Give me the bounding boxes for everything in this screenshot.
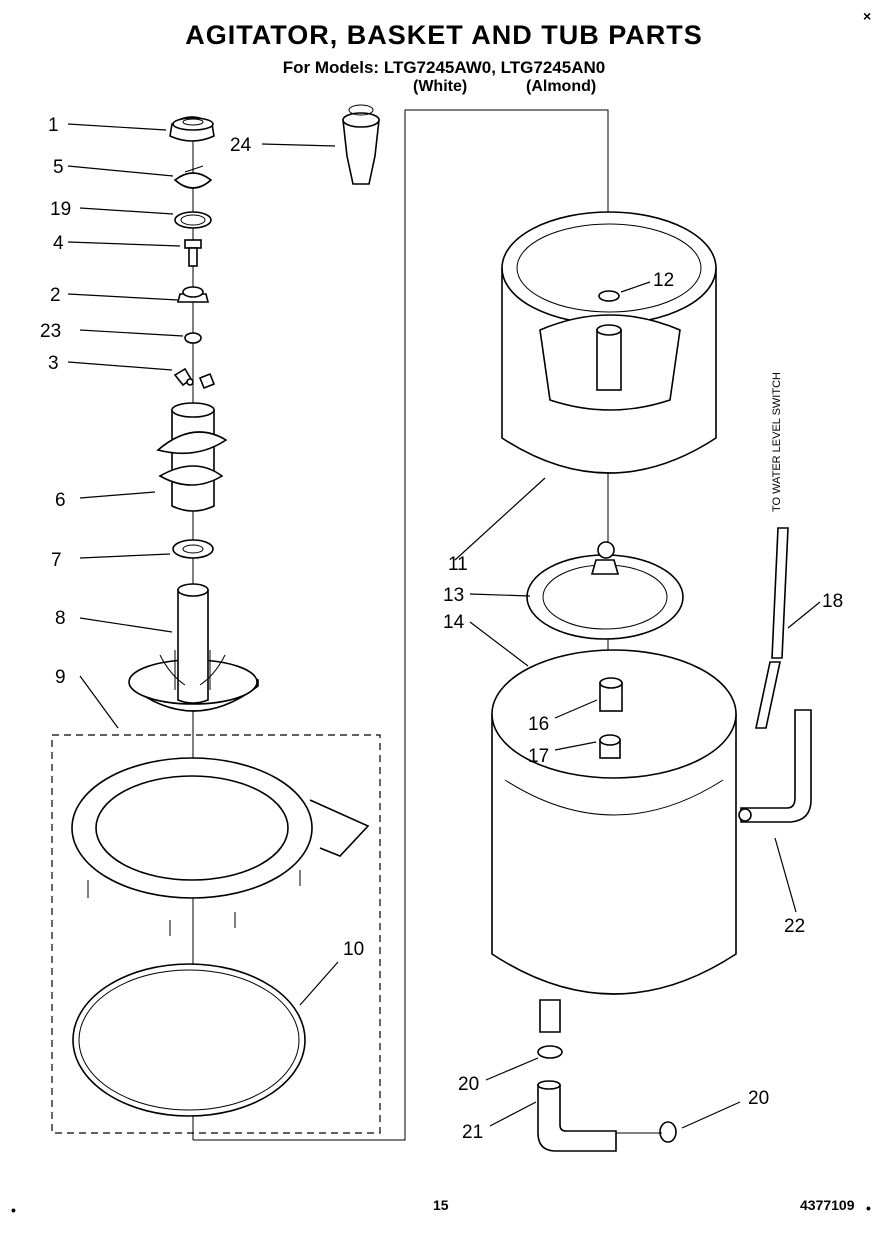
callout-6: 6 [55,490,66,511]
callout-20-upper: 20 [458,1074,479,1095]
part-1-agitator-cap [169,116,215,142]
callout-9: 9 [55,667,66,688]
part-17-bearing [599,734,621,759]
part-18-pressure-hose [755,527,789,729]
callout-13: 13 [443,585,464,606]
part-number: 4377109 [800,1197,855,1213]
part-21-drain-hose [537,1080,662,1152]
callout-10: 10 [343,939,364,960]
part-4-bolt [184,239,202,267]
variant-almond: (Almond) [526,78,597,95]
callout-2: 2 [50,285,61,306]
callout-12: 12 [653,270,674,291]
page-number: 15 [433,1197,449,1213]
part-23-washer [184,332,202,344]
part-8-agitator-base [128,583,259,712]
part-19-seal-ring [174,211,212,229]
part-9-balance-ring [71,757,370,936]
callout-20-lower: 20 [748,1088,769,1109]
callout-labels: 1 5 19 4 2 23 3 6 7 8 9 10 24 12 11 13 1… [40,115,843,1143]
part-7-bearing-ring [172,539,214,559]
part-16-seal [599,677,623,712]
callout-1: 1 [48,115,59,136]
callout-14: 14 [443,612,465,633]
callout-8: 8 [55,608,66,629]
page-title: AGITATOR, BASKET AND TUB PARTS [185,20,703,50]
part-10-snubber-ring [72,963,306,1117]
variant-white: (White) [413,78,468,95]
part-20-hose-clamp-lower [659,1121,677,1143]
callout-11: 11 [448,554,468,575]
part-11-spin-basket [501,211,717,474]
callout-17: 17 [528,746,549,767]
callout-4: 4 [53,233,64,254]
axis-connector-line [193,109,609,1141]
part-5-cam [173,165,213,189]
part-9-assembly-box [51,734,381,1134]
corner-mark-bottom-left: • [11,1202,16,1218]
callout-18: 18 [822,591,843,612]
callout-22: 22 [784,916,805,937]
callout-23: 23 [40,321,61,342]
part-3-dog-clip [173,367,216,390]
callout-3: 3 [48,353,59,374]
part-14-outer-tub [491,649,737,1033]
part-22-air-dome [738,709,812,823]
callout-19: 19 [50,199,71,220]
callout-24: 24 [230,135,252,156]
water-level-note: TO WATER LEVEL SWITCH [771,372,783,512]
part-6-agitator-auger [156,402,228,512]
callout-7: 7 [51,550,62,571]
leader-lines [67,123,821,1129]
corner-mark-bottom-right: • [866,1200,871,1216]
models-line: For Models: LTG7245AW0, LTG7245AN0 [282,58,606,77]
callout-5: 5 [53,157,64,178]
part-13-clutch-hub [526,541,684,640]
part-20-hose-clamp-upper [537,1045,563,1059]
corner-mark-top-right: × [863,8,872,24]
callout-16: 16 [528,714,549,735]
callout-21: 21 [462,1122,483,1143]
part-24-bushing [342,104,380,185]
part-2-nut [176,286,210,303]
